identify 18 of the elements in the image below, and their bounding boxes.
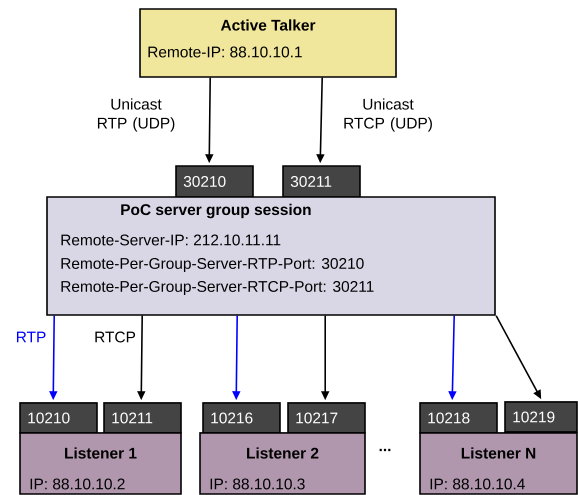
port-box: 10216 (202, 402, 281, 434)
ellipsis: ... (380, 448, 390, 452)
port-box: 10218 (419, 402, 498, 434)
port-box: 10219 (504, 401, 578, 433)
port-box: 30211 (282, 165, 361, 198)
session-box: PoC server group session Remote-Server-IP: 212.10.11.11 Remote-Per-Group-Server-RTP-Port: 30210 Remote-Per-Group-Server-RTCP-Port: 30211 (46, 196, 496, 316)
edge-label: Unicast RTCP (UDP) (344, 98, 432, 132)
edge-label: RTP (16, 332, 46, 342)
edge-label: RTCP (95, 332, 136, 342)
listener-box: Listener 1 IP: 88.10.10.2 (19, 432, 182, 495)
port-box: 10217 (287, 402, 366, 434)
listener-box: Listener N IP: 88.10.10.4 (419, 432, 578, 495)
listener-box: Listener 2 IP: 88.10.10.3 (199, 432, 366, 495)
port-box: 10210 (19, 402, 98, 434)
talker-box: Active Talker Remote-IP: 88.10.10.1 (139, 8, 397, 78)
edge-label: Unicast RTP (UDP) (98, 98, 174, 132)
port-box: 10211 (103, 402, 182, 434)
port-box: 30210 (175, 165, 254, 198)
